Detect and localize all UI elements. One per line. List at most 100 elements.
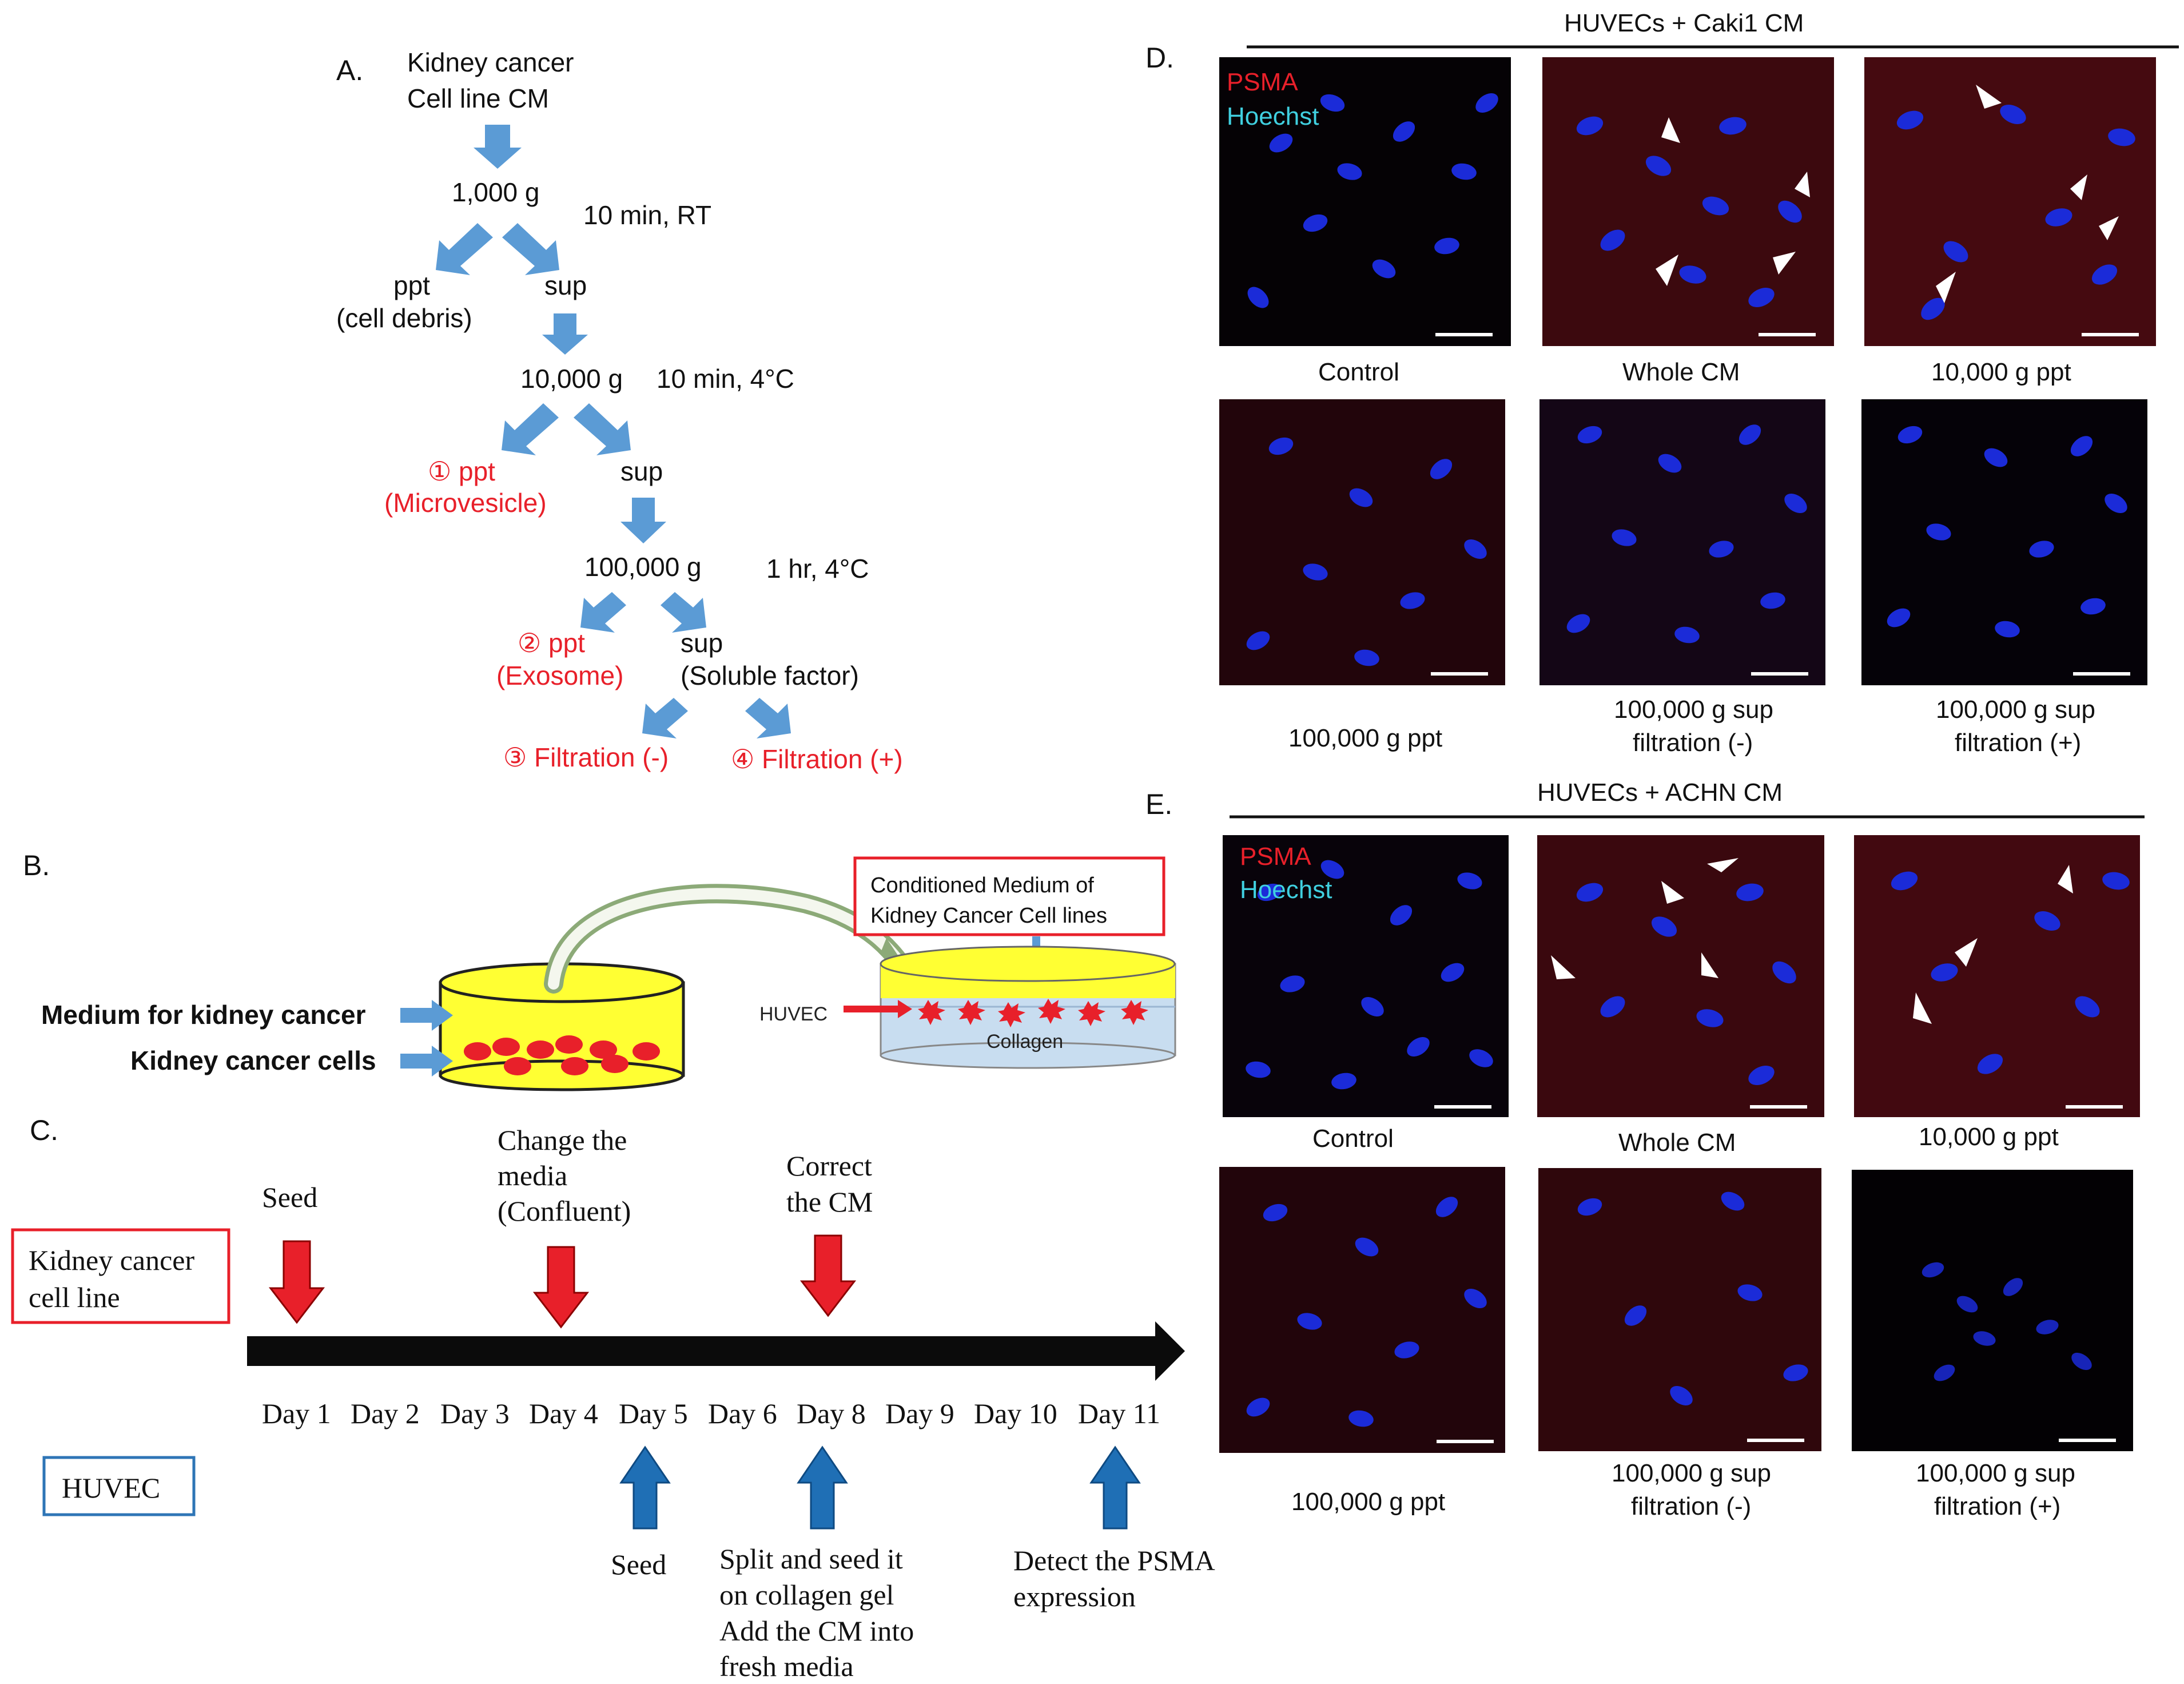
e-cap-whole: Whole CM — [1618, 1129, 1736, 1157]
a-arrow-split-3 — [580, 592, 706, 633]
a-start-line1: Kidney cancer — [407, 47, 574, 77]
c-change-line1: Change the — [498, 1124, 627, 1156]
a-sup3-note: (Soluble factor) — [681, 661, 859, 690]
d-image-control — [1219, 57, 1511, 346]
d-cap-sup-plus-2: filtration (+) — [1955, 729, 2081, 757]
e-cap-10k: 10,000 g ppt — [1919, 1123, 2059, 1151]
a-arrow-1 — [474, 125, 522, 169]
c-red-arrow-1 — [268, 1240, 325, 1324]
c-huvec-box — [42, 1456, 196, 1516]
a-arrow-2 — [542, 313, 588, 355]
panel-d-micrographs: HUVECs + Caki1 CM PSMA Hoechst — [1219, 9, 2179, 757]
c-day-3: Day 3 — [440, 1397, 510, 1429]
a-arrow-3 — [620, 498, 666, 543]
a-ppt3-note: (Exosome) — [496, 661, 623, 690]
b-cells-label: Kidney cancer cells — [130, 1046, 376, 1075]
panel-label-a: A. — [336, 54, 363, 86]
c-huvec-box-label: HUVEC — [62, 1472, 160, 1504]
b-huvec-dish: Collagen — [880, 946, 1176, 1069]
panel-e-micrographs: HUVECs + ACHN CM PSMA Hoechst — [1219, 779, 2145, 1520]
d-cap-sup-plus-1: 100,000 g sup — [1936, 696, 2095, 724]
a-cond3: 1 hr, 4°C — [766, 554, 869, 583]
c-split-line3: Add the CM into — [719, 1615, 914, 1647]
a-cond1: 10 min, RT — [583, 200, 711, 230]
c-seed-top: Seed — [262, 1181, 317, 1213]
d-title: HUVECs + Caki1 CM — [1564, 9, 1804, 37]
b-cells-arrow — [400, 1046, 453, 1077]
panel-label-d: D. — [1145, 42, 1174, 74]
a-start-line2: Cell line CM — [407, 84, 549, 113]
d-legend-hoechst: Hoechst — [1227, 102, 1319, 130]
e-cap-100k: 100,000 g ppt — [1291, 1488, 1445, 1516]
d-cap-whole: Whole CM — [1622, 358, 1740, 386]
c-correct-line1: Correct — [786, 1150, 872, 1182]
c-change-line2: media — [498, 1159, 567, 1191]
c-seed-bottom: Seed — [611, 1548, 666, 1580]
a-filt-minus: ③ Filtration (-) — [503, 742, 669, 772]
d-legend-psma: PSMA — [1227, 68, 1298, 96]
panel-label-c: C. — [30, 1114, 58, 1146]
a-filt-plus: ④ Filtration (+) — [731, 744, 903, 774]
c-day-10: Day 10 — [974, 1397, 1057, 1429]
e-image-10k-ppt — [1854, 835, 2140, 1117]
c-day-6: Day 6 — [708, 1397, 777, 1429]
d-cap-sup-minus-1: 100,000 g sup — [1614, 696, 1773, 724]
c-split-line4: fresh media — [719, 1650, 854, 1682]
e-image-sup-filt-plus — [1852, 1170, 2133, 1451]
a-ppt3: ② ppt — [518, 628, 585, 658]
e-legend-psma: PSMA — [1240, 843, 1311, 871]
c-timeline-arrow — [247, 1321, 1185, 1381]
e-cap-sup-minus-2: filtration (-) — [1631, 1492, 1751, 1520]
a-ppt2: ① ppt — [428, 456, 495, 486]
b-cm-box-line2: Kidney Cancer Cell lines — [870, 904, 1107, 928]
b-huvec-arrow — [844, 1000, 912, 1018]
c-kidney-box — [11, 1228, 230, 1324]
e-legend-hoechst: Hoechst — [1240, 876, 1332, 904]
b-huvec-label: HUVEC — [759, 1003, 828, 1025]
a-sup3: sup — [681, 628, 723, 658]
c-correct-line2: the CM — [786, 1186, 873, 1218]
d-cap-sup-minus-2: filtration (-) — [1633, 729, 1753, 757]
panel-label-e: E. — [1145, 788, 1172, 820]
c-kidney-box-line1: Kidney cancer — [29, 1244, 194, 1276]
b-medium-arrow — [400, 1000, 453, 1031]
c-day-4: Day 4 — [529, 1397, 598, 1429]
a-sup2: sup — [620, 456, 663, 486]
c-blue-arrow-1 — [619, 1445, 671, 1530]
a-cond2: 10 min, 4°C — [657, 364, 794, 394]
d-cap-10k: 10,000 g ppt — [1931, 358, 2071, 386]
a-ppt1-note: (cell debris) — [336, 303, 472, 333]
b-cm-box-line1: Conditioned Medium of — [870, 873, 1094, 897]
c-split-line2: on collagen gel — [719, 1579, 894, 1611]
panel-c-timeline: Kidney cancer cell line HUVEC Seed Chang… — [11, 1124, 1215, 1682]
b-cm-box — [853, 856, 1165, 936]
b-medium-label: Medium for kidney cancer — [41, 1000, 366, 1030]
e-cap-sup-plus-1: 100,000 g sup — [1916, 1459, 2075, 1487]
c-red-arrow-2 — [532, 1246, 590, 1329]
c-blue-arrow-2 — [797, 1445, 848, 1530]
e-image-control — [1223, 835, 1509, 1117]
a-sup1: sup — [544, 271, 587, 300]
e-cap-control: Control — [1312, 1125, 1394, 1153]
a-step1: 1,000 g — [452, 177, 539, 207]
a-step3: 100,000 g — [584, 552, 702, 582]
c-kidney-box-line2: cell line — [29, 1281, 120, 1313]
a-arrow-split-1 — [436, 223, 559, 275]
c-detect-line2: expression — [1013, 1580, 1136, 1612]
e-image-whole-cm — [1537, 835, 1824, 1117]
c-day-1: Day 1 — [262, 1397, 331, 1429]
e-image-sup-filt-minus — [1538, 1168, 1821, 1451]
d-cap-100k: 100,000 g ppt — [1288, 724, 1442, 752]
panel-label-b: B. — [23, 849, 50, 881]
c-split-line1: Split and seed it — [719, 1543, 903, 1575]
d-image-10k-ppt — [1864, 57, 2156, 346]
c-day-11: Day 11 — [1078, 1397, 1160, 1429]
c-blue-arrow-3 — [1089, 1445, 1141, 1530]
d-cap-control: Control — [1318, 358, 1399, 386]
e-cap-sup-minus-1: 100,000 g sup — [1612, 1459, 1771, 1487]
e-cap-sup-plus-2: filtration (+) — [1934, 1492, 2060, 1520]
e-image-100k-ppt — [1219, 1167, 1505, 1453]
panel-a-flowchart: Kidney cancer Cell line CM 1,000 g 10 mi… — [336, 47, 903, 774]
